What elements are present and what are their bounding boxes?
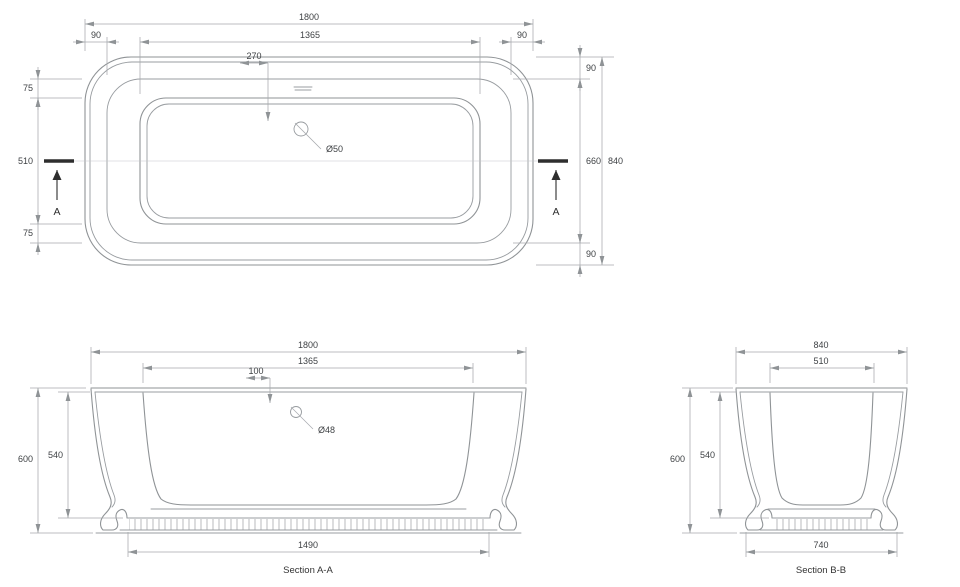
plan-left-top-dim-label: 75 — [23, 83, 33, 93]
right-foot-profile — [870, 388, 908, 531]
plan-dimensions-right: 90 660 90 840 — [513, 45, 623, 277]
basin-profile — [769, 392, 874, 506]
plan-bottom-margin-dim-label: 90 — [586, 249, 596, 259]
section-a-depth-dim-label: 540 — [48, 450, 63, 460]
plan-right-margin-dim-label: 90 — [517, 30, 527, 40]
plan-overall-length-dim-label: 840 — [608, 156, 623, 166]
plinth-hatching — [129, 519, 488, 530]
section-a-height-dim-label: 600 — [18, 454, 33, 464]
plan-inner-width-dim-label: 1365 — [300, 30, 320, 40]
drain-leader-line — [290, 406, 314, 430]
section-b-dimensions: 840 510 600 540 740 — [670, 340, 908, 557]
section-a-view: Ø48 1800 1365 100 600 540 1490 — [18, 340, 527, 576]
plan-drain-offset-dim-label: 270 — [246, 51, 261, 61]
section-a-overall-width-dim-label: 1800 — [298, 340, 318, 350]
plan-inner-length-dim-label: 660 — [586, 156, 601, 166]
section-b-view: 840 510 600 540 740 Section B-B — [670, 340, 908, 576]
section-a-tub-outline — [90, 387, 527, 534]
plan-dimensions-top: 1800 90 1365 90 270 — [73, 12, 545, 121]
section-cut-label-right: A — [552, 206, 559, 218]
plan-left-margin-dim-label: 90 — [91, 30, 101, 40]
plan-drain: Ø50 — [293, 121, 343, 154]
section-a-base-width-dim-label: 1490 — [298, 540, 318, 550]
drain-leader-line — [294, 122, 322, 150]
basin-profile — [142, 392, 475, 506]
plan-tub-outline — [74, 56, 538, 266]
section-a-drain: Ø48 — [290, 406, 335, 435]
drain-icon — [290, 406, 302, 418]
plan-view: Ø50 1800 90 1365 90 270 — [18, 12, 623, 277]
right-foot-profile — [489, 388, 527, 531]
left-foot-profile — [90, 388, 128, 531]
plan-dimensions-left: 75 510 75 — [18, 67, 82, 255]
section-a-inner-width-dim-label: 1365 — [298, 356, 318, 366]
section-b-inner-width-dim-label: 510 — [813, 356, 828, 366]
plan-top-margin-dim-label: 90 — [586, 63, 596, 73]
plinth-hatching — [774, 519, 869, 530]
section-a-drain-offset-dim-label: 100 — [248, 366, 263, 376]
section-a-caption: Section A-A — [283, 565, 333, 576]
plan-left-bottom-dim-label: 75 — [23, 228, 33, 238]
section-b-base-width-dim-label: 740 — [813, 540, 828, 550]
section-a-dimensions: 1800 1365 100 600 540 1490 — [18, 340, 527, 557]
section-b-caption: Section B-B — [796, 565, 846, 576]
section-cut-label-left: A — [53, 206, 60, 218]
plan-drain-diameter-label: Ø50 — [326, 144, 343, 154]
section-b-overall-width-dim-label: 840 — [813, 340, 828, 350]
drain-icon — [293, 121, 309, 137]
plan-section-cut-marks: A A — [44, 159, 568, 218]
section-a-drain-diameter-label: Ø48 — [318, 425, 335, 435]
section-b-depth-dim-label: 540 — [700, 450, 715, 460]
plan-left-middle-dim-label: 510 — [18, 156, 33, 166]
section-b-height-dim-label: 600 — [670, 454, 685, 464]
plan-overall-width-dim-label: 1800 — [299, 12, 319, 22]
section-b-tub-outline — [735, 387, 908, 534]
left-foot-profile — [735, 388, 773, 531]
